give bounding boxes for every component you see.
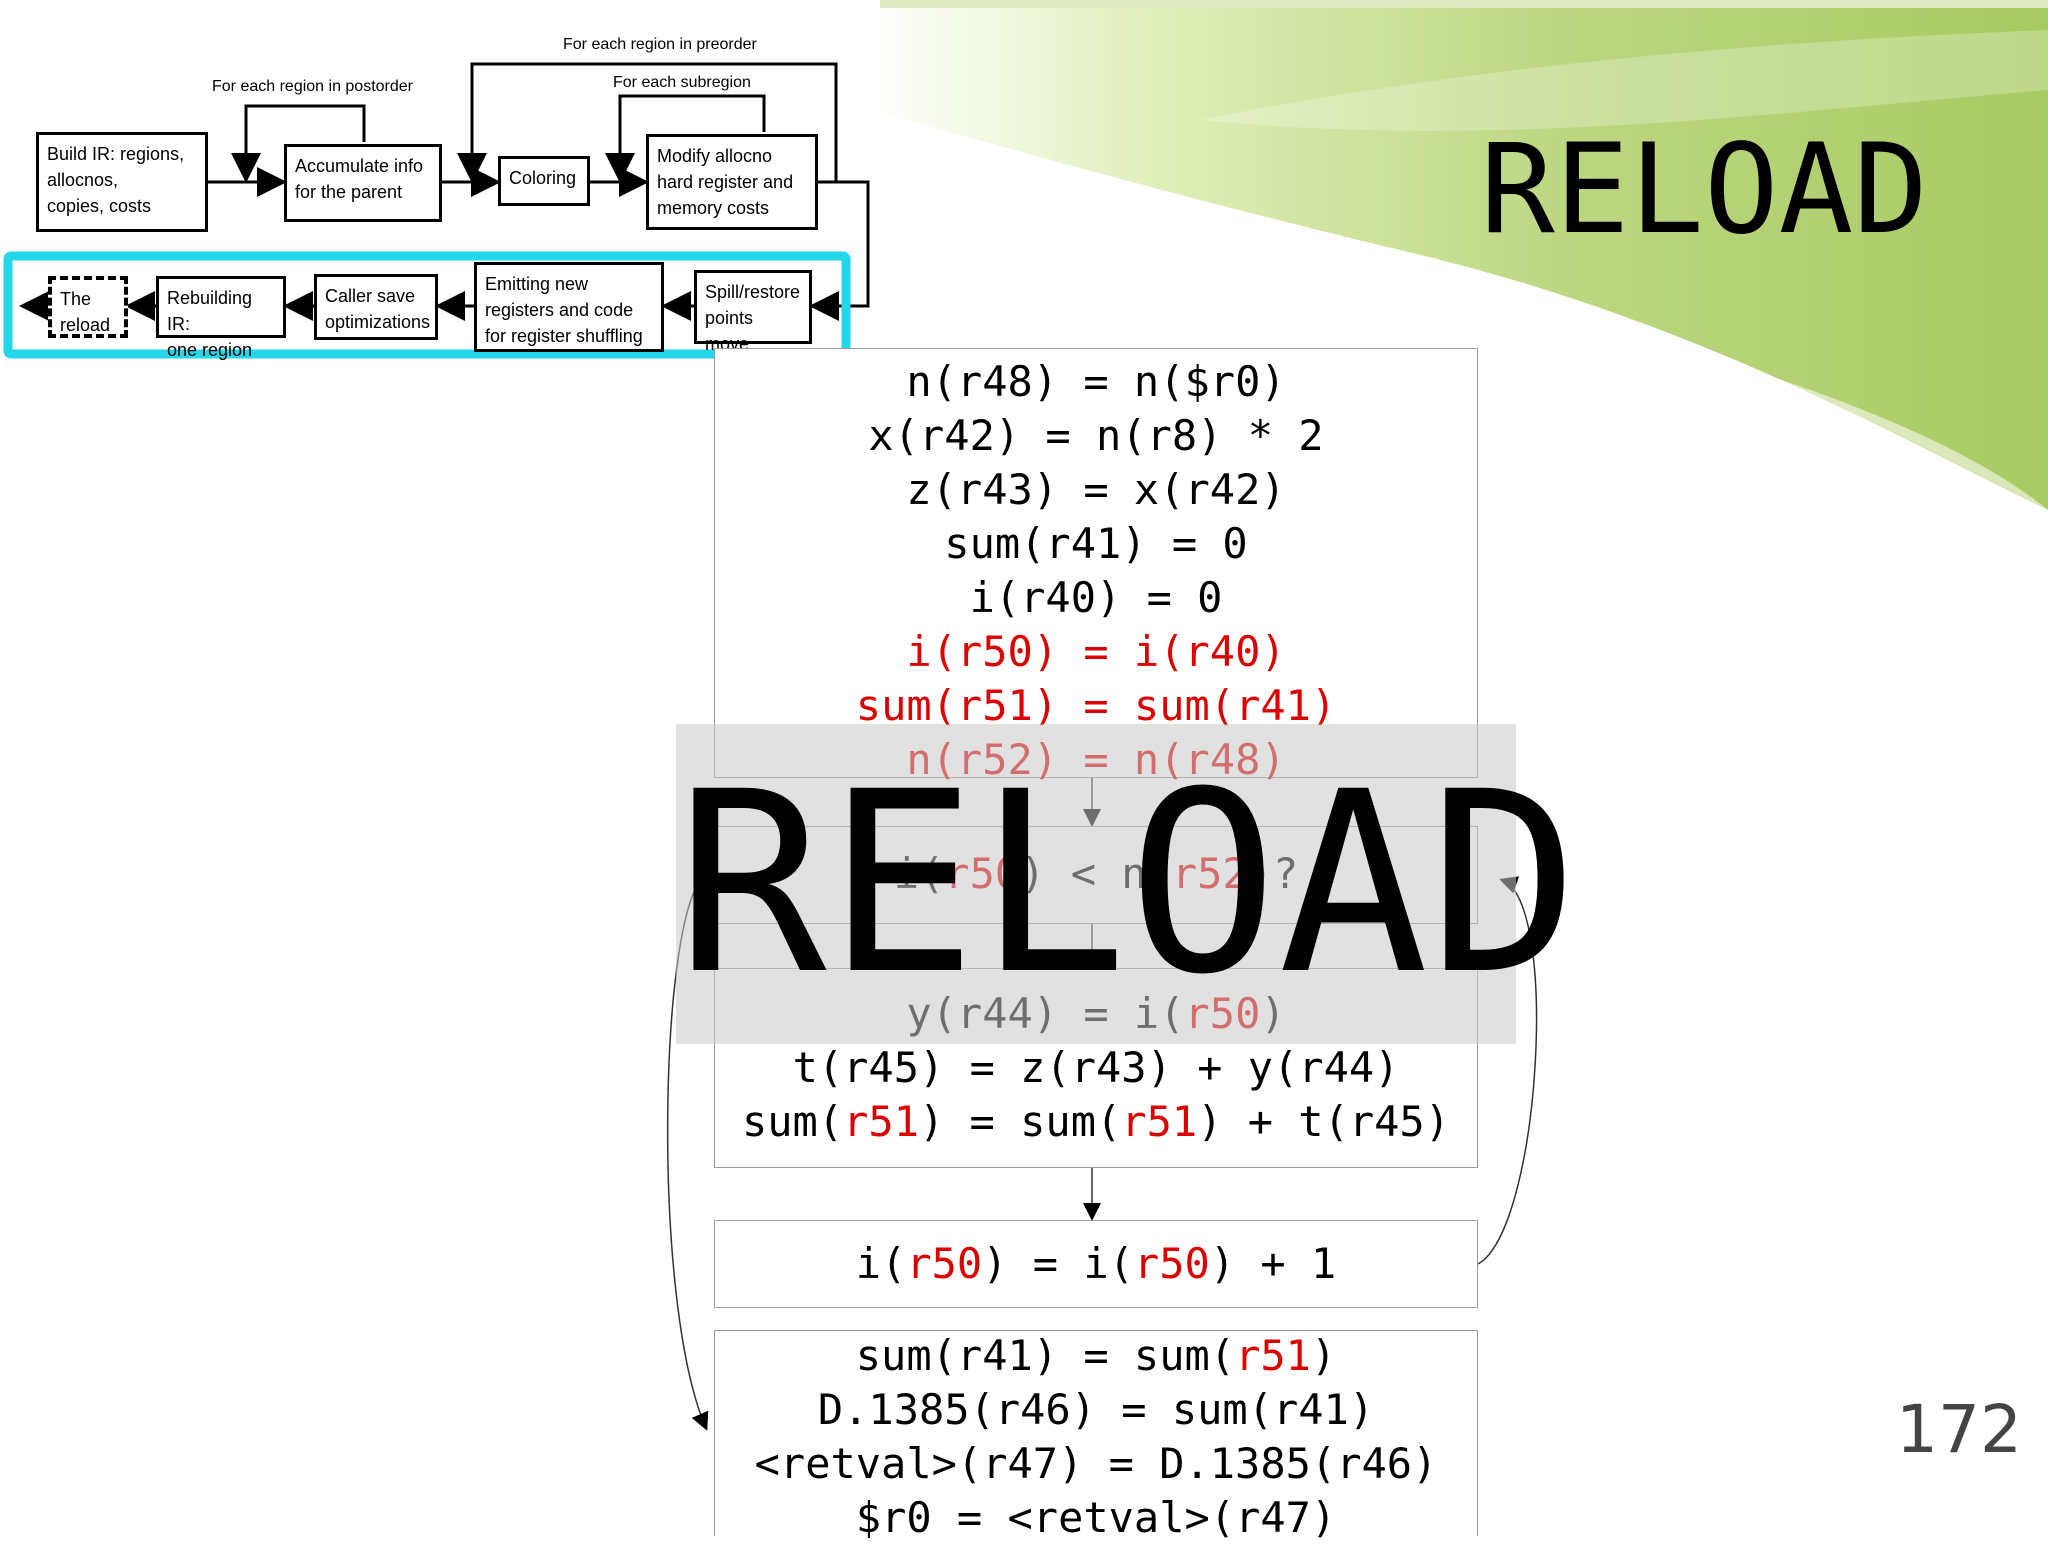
code-line: t(r45) = z(r43) + y(r44) xyxy=(715,1041,1477,1095)
code-text: n(r48) = n($r0) xyxy=(906,357,1286,406)
box-rebuilding-ir: Rebuilding IR: one region xyxy=(156,276,286,360)
register-red: sum(r51) = sum(r41) xyxy=(855,681,1337,730)
flow-diagram: For each region in postorder For each re… xyxy=(0,0,880,360)
code-line: sum(r51) = sum(r41) xyxy=(715,679,1477,733)
code-text: z(r43) = x(r42) xyxy=(906,465,1286,514)
code-line: sum(r41) = sum(r51) xyxy=(715,1329,1477,1383)
label-preorder: For each region in preorder xyxy=(563,36,757,53)
highlight-frame xyxy=(3,251,851,359)
box-caller-save: Caller save optimizations xyxy=(314,274,438,340)
code-line: x(r42) = n(r8) * 2 xyxy=(715,409,1477,463)
code-text: D.1385(r46) = sum(r41) xyxy=(817,1385,1375,1434)
code-line: i(r50) = i(r50) + 1 xyxy=(715,1237,1477,1291)
code-text: i( xyxy=(855,1239,907,1288)
reload-overlay: RELOAD xyxy=(676,724,1580,1044)
code-block-entry: n(r48) = n($r0) x(r42) = n(r8) * 2 z(r43) … xyxy=(714,348,1478,784)
box-emitting: Emitting new registers and code for regi… xyxy=(474,262,664,352)
register-red: r51 xyxy=(1121,1097,1198,1146)
box-coloring: Coloring xyxy=(498,156,590,206)
register-red: i(r50) = i(r40) xyxy=(906,627,1286,676)
code-text: ) = i( xyxy=(982,1239,1134,1288)
register-red: r50 xyxy=(906,1239,983,1288)
code-block-increment: i(r50) = i(r50) + 1 xyxy=(714,1220,1478,1308)
code-block-exit: sum(r41) = sum(r51)D.1385(r46) = sum(r41… xyxy=(714,1329,1478,1542)
box-the-reload: The reload xyxy=(48,276,128,338)
box-accumulate-info: Accumulate info for the parent xyxy=(284,144,442,222)
code-line: sum(r51) = sum(r51) + t(r45) xyxy=(715,1095,1477,1149)
code-line: $r0 = <retval>(r47) xyxy=(715,1491,1477,1545)
page-number: 172 xyxy=(1896,1391,2022,1468)
register-red: r51 xyxy=(1235,1331,1311,1380)
code-text: i(r40) = 0 xyxy=(969,573,1223,622)
code-line: sum(r41) = 0 xyxy=(715,517,1477,571)
slide-title: RELOAD xyxy=(1480,118,1928,262)
code-text: ) = sum( xyxy=(918,1097,1122,1146)
code-text: sum(r41) = 0 xyxy=(944,519,1248,568)
box-modify-allocno: Modify allocno hard register and memory … xyxy=(646,134,818,230)
code-line: z(r43) = x(r42) xyxy=(715,463,1477,517)
code-text: $r0 = <retval>(r47) xyxy=(855,1493,1337,1542)
register-red: r51 xyxy=(843,1097,919,1146)
label-postorder: For each region in postorder xyxy=(212,78,413,95)
register-red: r50 xyxy=(1133,1239,1210,1288)
code-line: <retval>(r47) = D.1385(r46) xyxy=(715,1437,1477,1491)
overlay-text: RELOAD xyxy=(676,738,1580,1029)
code-text: t(r45) = z(r43) + y(r44) xyxy=(792,1043,1400,1092)
flow-connectors xyxy=(3,62,870,359)
box-spill-restore: Spill/restore points move xyxy=(694,270,812,354)
code-text: ) + 1 xyxy=(1209,1239,1337,1288)
code-line: n(r48) = n($r0) xyxy=(715,355,1477,409)
code-line: D.1385(r46) = sum(r41) xyxy=(715,1383,1477,1437)
box-build-ir: Build IR: regions, allocnos, copies, cos… xyxy=(36,132,208,232)
code-text: ) + t(r45) xyxy=(1197,1097,1451,1146)
code-text: ) xyxy=(1310,1331,1337,1380)
label-subregion: For each subregion xyxy=(613,74,751,91)
code-text: x(r42) = n(r8) * 2 xyxy=(868,411,1324,460)
code-line: i(r50) = i(r40) xyxy=(715,625,1477,679)
code-text: sum(r41) = sum( xyxy=(855,1331,1236,1380)
code-text: <retval>(r47) = D.1385(r46) xyxy=(754,1439,1438,1488)
code-text: sum( xyxy=(741,1097,844,1146)
code-line: i(r40) = 0 xyxy=(715,571,1477,625)
